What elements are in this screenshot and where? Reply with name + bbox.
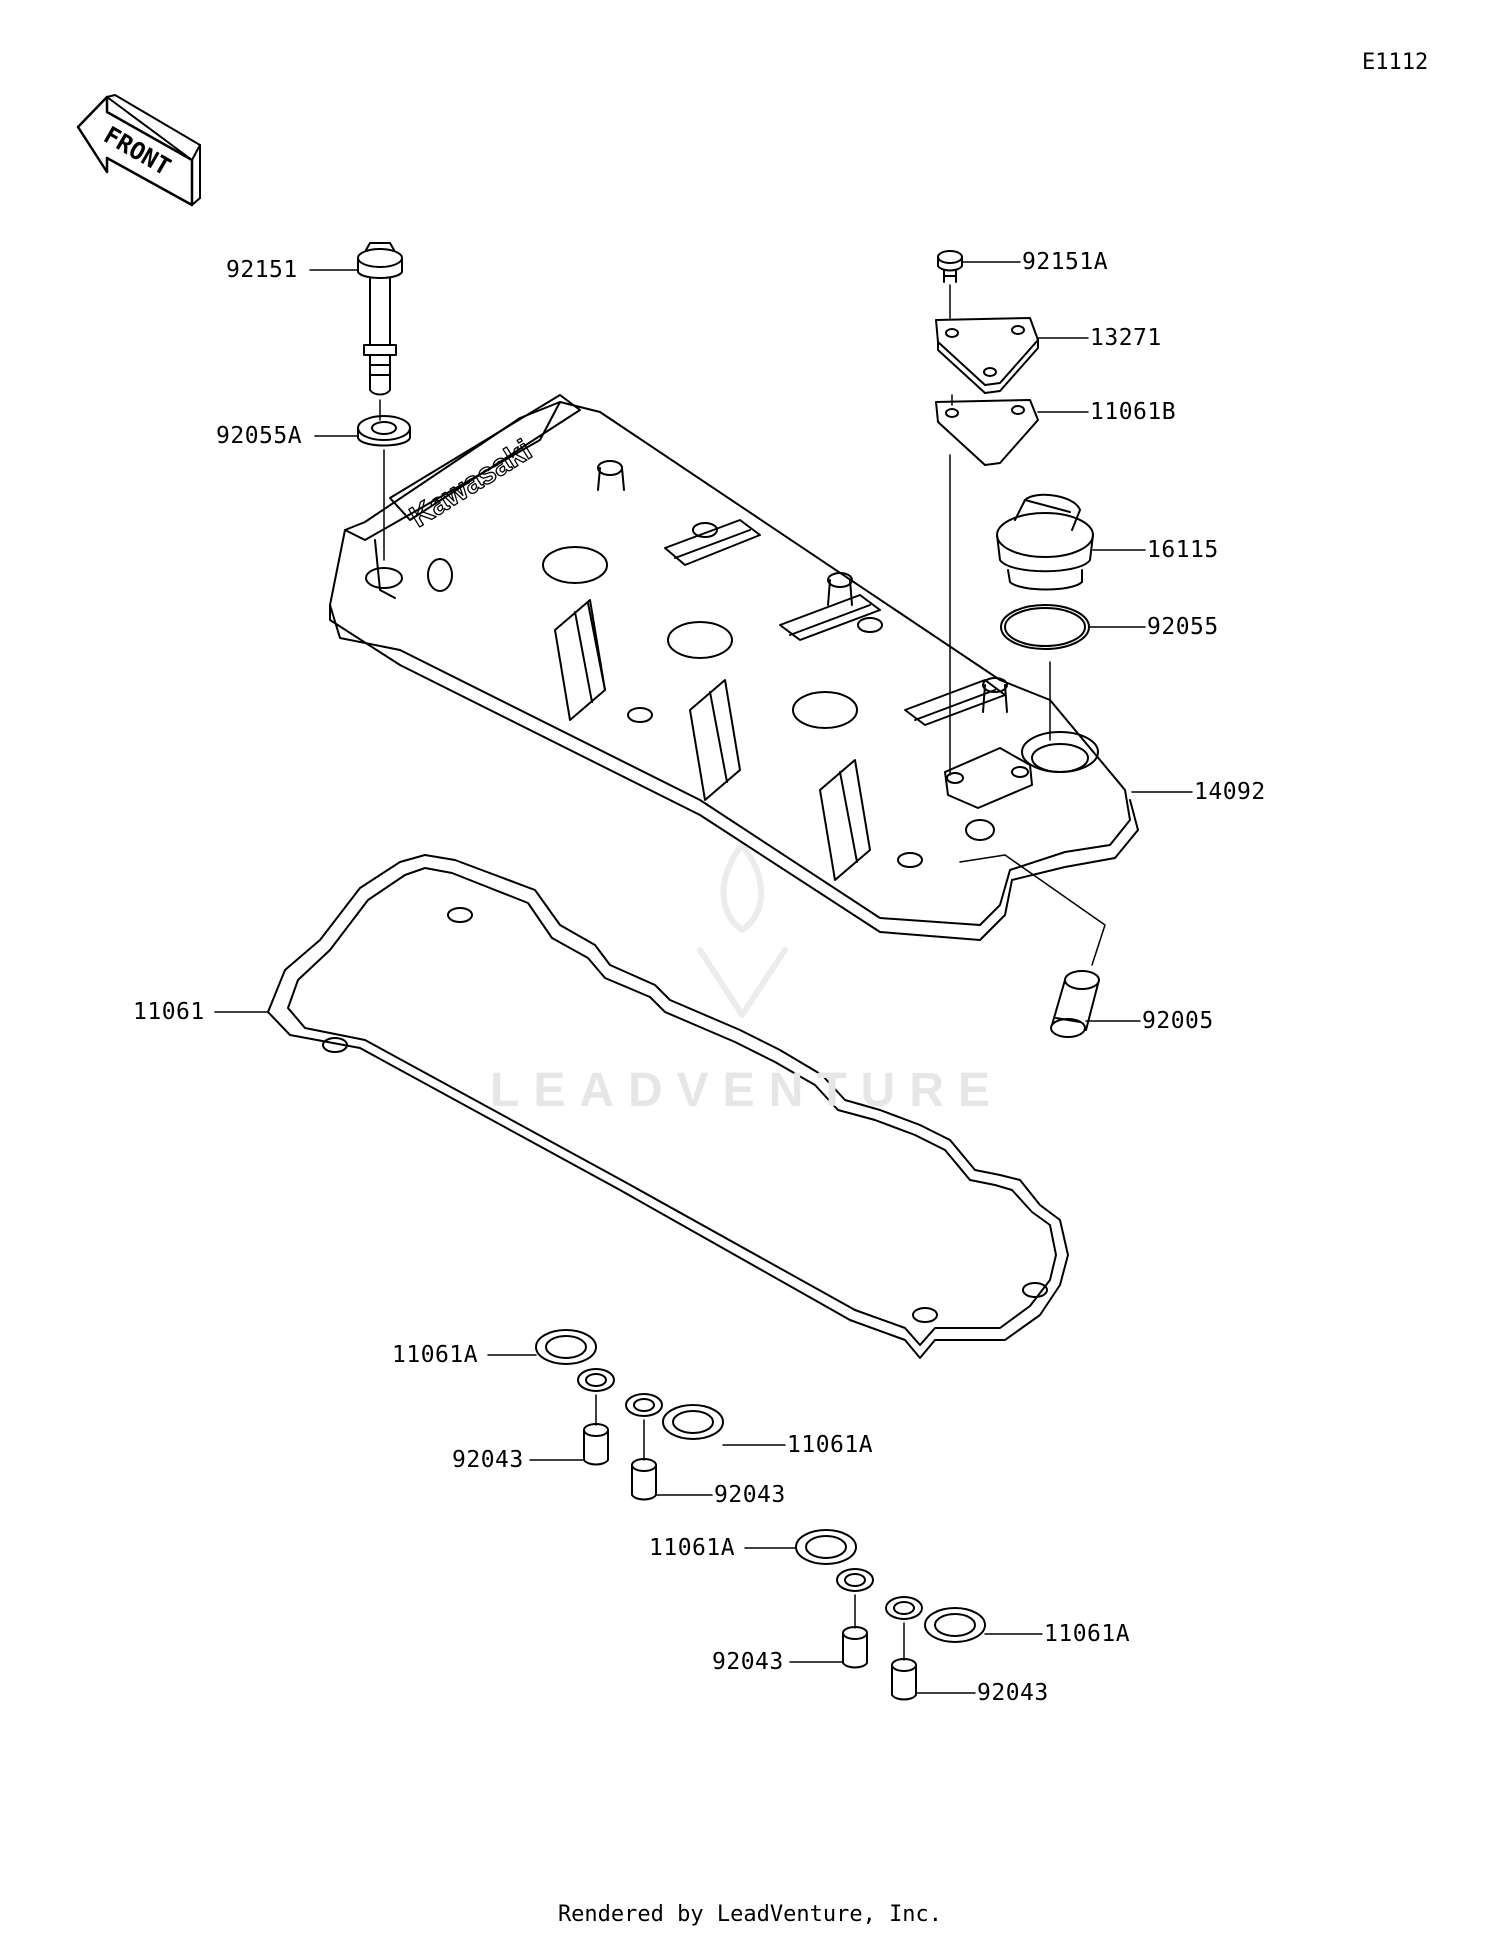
bolt-92151A — [938, 251, 962, 318]
part-label-92043-2[interactable]: 92043 — [714, 1482, 786, 1508]
part-label-16115[interactable]: 16115 — [1147, 537, 1219, 563]
cap-13271 — [936, 318, 1038, 393]
part-label-14092[interactable]: 14092 — [1194, 779, 1266, 805]
pipe-92005 — [960, 855, 1105, 1037]
part-label-11061A-2[interactable]: 11061A — [787, 1432, 874, 1458]
gasket-11061 — [268, 855, 1068, 1358]
part-label-92055[interactable]: 92055 — [1147, 614, 1219, 640]
bolt-92151 — [358, 243, 402, 420]
part-label-11061A-3[interactable]: 11061A — [649, 1535, 736, 1561]
leader-lines — [215, 262, 1192, 1693]
watermark: LEADVENTURE — [490, 1064, 1005, 1117]
part-label-11061[interactable]: 11061 — [133, 999, 205, 1025]
diagram-code: E1112 — [1362, 50, 1429, 75]
part-label-92043-3[interactable]: 92043 — [712, 1649, 784, 1675]
part-label-92043-4[interactable]: 92043 — [977, 1680, 1049, 1706]
part-label-92043-1[interactable]: 92043 — [452, 1447, 524, 1473]
o-ring-92055 — [1001, 605, 1089, 740]
front-arrow-icon: FRONT — [78, 95, 200, 205]
part-label-92151A[interactable]: 92151A — [1022, 249, 1109, 275]
part-label-13271[interactable]: 13271 — [1090, 325, 1162, 351]
part-label-92005[interactable]: 92005 — [1142, 1008, 1214, 1034]
part-label-92151[interactable]: 92151 — [226, 257, 298, 283]
seal-group-1 — [536, 1330, 614, 1465]
footer-credit: Rendered by LeadVenture, Inc. — [557, 1902, 943, 1927]
oil-filler-cap-16115 — [997, 495, 1093, 590]
seal-group-4 — [886, 1597, 985, 1700]
part-label-11061A-4[interactable]: 11061A — [1044, 1621, 1131, 1647]
part-label-11061A-1[interactable]: 11061A — [392, 1342, 479, 1368]
seal-group-2 — [626, 1394, 723, 1500]
gasket-11061B — [936, 395, 1038, 775]
washer-92055A — [358, 416, 410, 560]
watermark-logo-icon — [700, 845, 785, 1015]
part-label-11061B[interactable]: 11061B — [1090, 399, 1177, 425]
part-label-92055A[interactable]: 92055A — [216, 423, 303, 449]
seal-group-3 — [796, 1530, 873, 1668]
